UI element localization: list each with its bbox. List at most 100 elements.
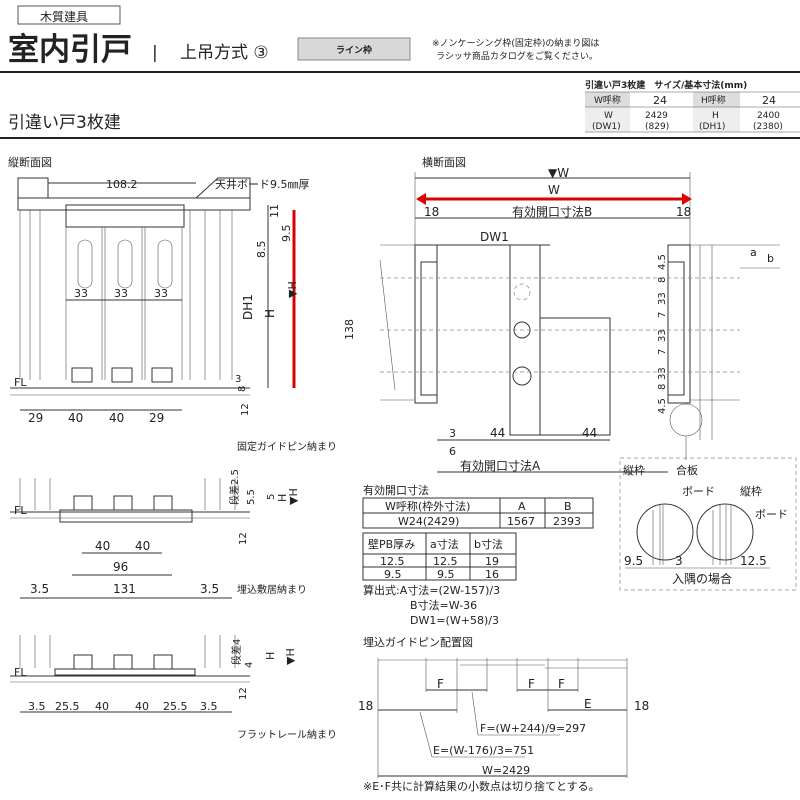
dim-18: 18 — [676, 205, 691, 219]
dim-96: 96 — [113, 560, 128, 574]
dim-25-5: 25.5 — [55, 700, 80, 713]
h-value: 24 — [762, 94, 776, 107]
size-table: 引違い戸3枚建 サイズ/基本寸法(mm) W呼称 24 H呼称 24 W (DW… — [585, 79, 800, 133]
cell: 16 — [485, 568, 499, 581]
h-label: H — [264, 652, 277, 660]
inner-corner-detail: 縦枠 合板 ボード 縦枠 ボード 9.5 3 12.5 入隅の場合 — [619, 457, 797, 591]
dim-131: 131 — [113, 582, 136, 596]
horizontal-section-title: 横断面図 — [422, 155, 466, 169]
dim-40: 40 — [109, 411, 124, 425]
dim-5-5: 5.5 — [246, 489, 257, 505]
f-label: F — [437, 677, 444, 691]
opening-a-label: 有効開口寸法A — [460, 458, 541, 473]
cell: 9.5 — [437, 568, 455, 581]
dim-44: 44 — [490, 426, 505, 440]
frame-label: 縦枠 — [623, 463, 645, 477]
step-4: 段差4 — [230, 639, 243, 665]
subtitle: 引違い戸3枚建 — [8, 113, 121, 133]
category-box — [17, 5, 121, 25]
header-a-dim: a寸法 — [430, 537, 459, 551]
h-dim-paren: (2380) — [753, 122, 783, 132]
flat-rail-section: FL 段差4 4 12 H ▼H 3.5 25.5 40 40 25.5 3.5… — [10, 635, 337, 741]
w-dim-label: W — [604, 111, 613, 121]
dim-9-5: 9.5 — [624, 554, 643, 568]
cell: 19 — [485, 555, 499, 568]
dim-33: 33 — [657, 367, 668, 380]
dim-3-5: 3.5 — [30, 582, 49, 596]
board-label: ボード — [755, 508, 788, 521]
guide-pin-layout: 埋込ガイドピン配置図 F F F E 18 18 F=(W+244)/9=297… — [358, 636, 649, 793]
header-b: B — [564, 500, 572, 513]
method-label: 上吊方式 ③ — [180, 43, 269, 63]
dim-7: 7 — [657, 349, 668, 355]
h-mark: ▼H — [287, 488, 300, 505]
w-dim-sub: (DW1) — [592, 122, 621, 132]
f-label: F — [558, 677, 565, 691]
dim-3: 3 — [449, 427, 456, 440]
e-label: E — [584, 697, 592, 711]
board-label: ボード — [682, 485, 715, 498]
guide-pin-title: 埋込ガイドピン配置図 — [363, 636, 473, 649]
cell: 12.5 — [380, 555, 405, 568]
dim-8: 8 — [657, 277, 668, 283]
w-value: 24 — [653, 94, 667, 107]
dim-12: 12 — [238, 687, 249, 700]
header-w: W呼称(枠外寸法) — [385, 499, 470, 513]
caption-embedded-sill: 埋込敷居納まり — [237, 583, 307, 596]
cell-w: W24(2429) — [398, 515, 459, 528]
formula-b: B寸法=W-36 — [410, 598, 477, 612]
frame-type-button[interactable] — [297, 37, 411, 61]
dim-3-5: 3.5 — [28, 700, 46, 713]
h-label: H — [263, 309, 277, 318]
dw1-label: DW1 — [480, 230, 509, 244]
horizontal-section: 横断面図 ▼W W 18 18 有効開口寸法B DW1 138 4.5 8 33 — [343, 155, 780, 473]
dim-33: 33 — [657, 329, 668, 342]
opening-b-label: 有効開口寸法B — [512, 204, 592, 219]
page-title: 室内引戸 — [8, 32, 132, 68]
size-table-title: 引違い戸3枚建 サイズ/基本寸法(mm) — [585, 79, 747, 91]
dim-4: 4 — [244, 662, 255, 668]
header-b-dim: b寸法 — [474, 537, 503, 551]
cell-a: 1567 — [507, 515, 535, 528]
dim-4-5: 4.5 — [657, 254, 668, 270]
dim-9-5: 9.5 — [280, 225, 293, 243]
formula-a: 算出式:A寸法=(2W-157)/3 — [363, 583, 500, 597]
w-dim: 2429 — [645, 111, 668, 121]
dim-4-5: 4.5 — [657, 398, 668, 414]
dim-40: 40 — [95, 700, 109, 713]
dim-29: 29 — [28, 411, 43, 425]
formula-dw1: DW1=(W+58)/3 — [410, 614, 499, 627]
w-total: W=2429 — [482, 764, 530, 777]
dim-12-5: 12.5 — [740, 554, 767, 568]
note-line-1: ※ノンケーシング枠(固定枠)の納まり図は — [432, 37, 599, 49]
e-formula: E=(W-176)/3=751 — [433, 744, 534, 757]
plywood-label: 合板 — [676, 463, 698, 477]
note-line-2: ラシッサ商品カタログをご覧ください。 — [436, 50, 598, 62]
h-mark: ▼H — [284, 648, 297, 665]
cell: 12.5 — [433, 555, 458, 568]
dim-25-5: 25.5 — [163, 700, 188, 713]
w-label: W — [548, 183, 560, 197]
caption-fixed-guide-pin: 固定ガイドピン納まり — [237, 440, 337, 453]
dim-3-5: 3.5 — [200, 582, 219, 596]
h-dim-sub: (DH1) — [699, 122, 725, 132]
a-label: a — [750, 246, 757, 259]
dim-138: 138 — [343, 319, 356, 340]
dim-8: 8 — [657, 384, 668, 390]
dim-3: 3 — [675, 554, 683, 568]
dim-12: 12 — [240, 403, 251, 416]
dim-18: 18 — [634, 699, 649, 713]
header-a: A — [518, 500, 526, 513]
opening-table: 有効開口寸法 W呼称(枠外寸法) A B W24(2429) 1567 2393 — [362, 483, 594, 529]
pb-table: 壁PB厚み a寸法 b寸法 12.5 12.5 19 9.5 9.5 16 — [362, 532, 517, 581]
dim-33: 33 — [114, 287, 128, 300]
dh1-label: DH1 — [241, 294, 255, 320]
h-mark: ▼H — [286, 281, 299, 298]
ceiling-note: 天井ボード9.5㎜厚 — [215, 177, 310, 191]
h-dim-label: H — [712, 111, 719, 121]
header-pb: 壁PB厚み — [368, 537, 415, 551]
dim-108-2: 108.2 — [106, 178, 138, 191]
dim-5: 5 — [266, 494, 277, 500]
dim-3: 3 — [235, 374, 241, 385]
